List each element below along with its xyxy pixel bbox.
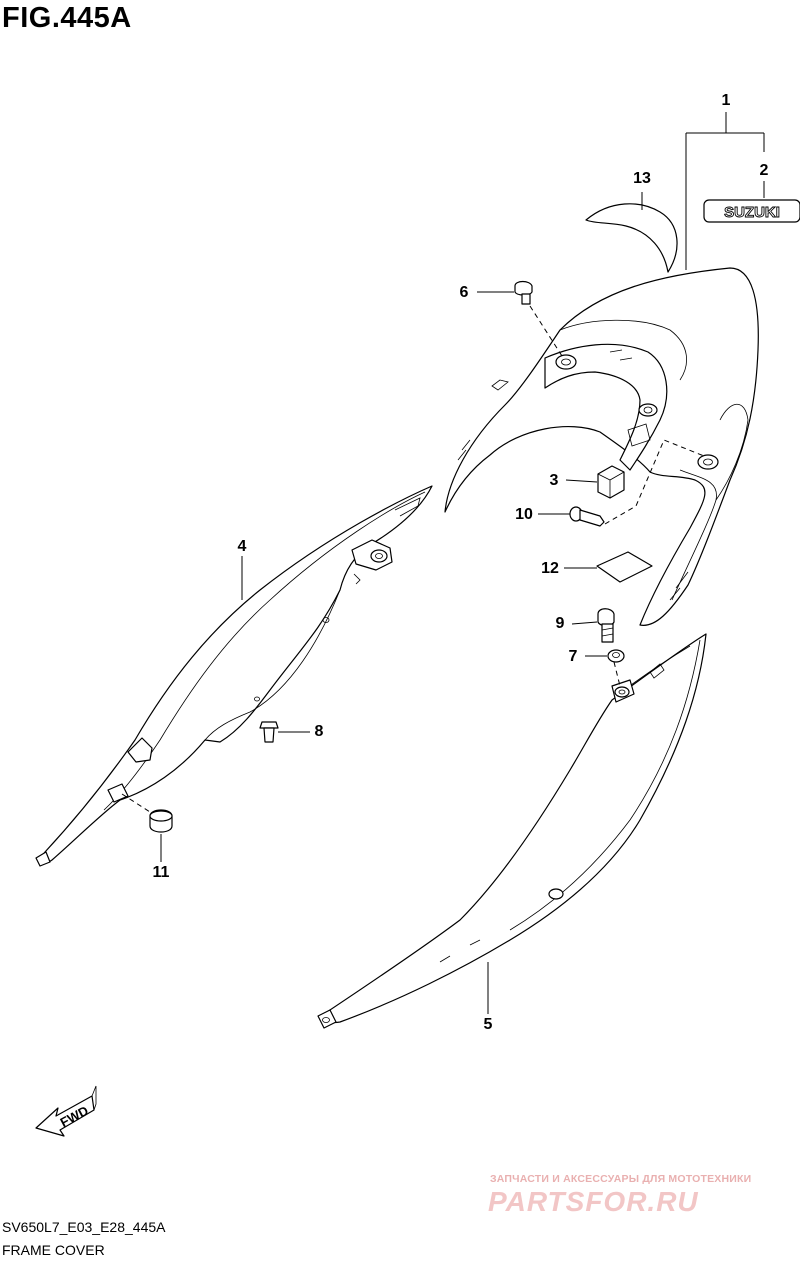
figure-title: FIG.445A <box>2 2 132 34</box>
watermark-caption: ЗАПЧАСТИ И АКСЕССУАРЫ ДЛЯ МОТОТЕХНИКИ <box>490 1173 752 1185</box>
figure-name: FRAME COVER <box>2 1242 105 1258</box>
leader-line-1 <box>685 112 765 270</box>
callout-1[interactable]: 1 <box>721 92 731 109</box>
emblem-text: SUZUKI <box>724 204 780 221</box>
fwd-arrow-icon: FWD <box>35 1085 97 1137</box>
part-6-screw[interactable] <box>514 280 533 305</box>
part-8-clip[interactable] <box>259 721 279 743</box>
callout-2[interactable]: 2 <box>759 162 769 179</box>
callout-11[interactable]: 11 <box>152 864 170 881</box>
leader-line-3 <box>565 479 598 483</box>
callout-6[interactable]: 6 <box>459 284 469 301</box>
part-12-pad-sheet[interactable] <box>596 551 653 583</box>
fwd-text: FWD <box>58 1103 91 1130</box>
leader-line-9 <box>571 621 598 625</box>
callout-4[interactable]: 4 <box>237 538 247 555</box>
dashed-line-11 <box>121 793 151 813</box>
callout-5[interactable]: 5 <box>483 1016 493 1033</box>
part-11-grommet[interactable] <box>149 809 173 833</box>
part-4-left-cover[interactable] <box>35 485 433 867</box>
watermark-logo: PARTSFOR.RU <box>488 1186 699 1217</box>
part-3-cushion[interactable] <box>597 465 625 499</box>
callout-10[interactable]: 10 <box>515 506 533 523</box>
part-13-pad[interactable] <box>585 203 678 273</box>
callout-3[interactable]: 3 <box>549 472 559 489</box>
figure-code: SV650L7_E03_E28_445A <box>2 1219 166 1235</box>
callout-13[interactable]: 13 <box>633 170 651 187</box>
part-10-tapping-screw[interactable] <box>569 506 605 527</box>
callout-8[interactable]: 8 <box>314 723 324 740</box>
dashed-line-6 <box>529 305 563 357</box>
part-1-tail-cowl[interactable] <box>444 267 759 626</box>
callout-7[interactable]: 7 <box>568 648 578 665</box>
callout-9[interactable]: 9 <box>555 615 565 632</box>
callout-12[interactable]: 12 <box>541 560 559 577</box>
part-2-emblem[interactable]: SUZUKI <box>703 199 800 223</box>
dashed-line-7 <box>613 661 621 687</box>
part-7-nut[interactable] <box>607 649 625 663</box>
part-9-bolt[interactable] <box>597 608 615 643</box>
dashed-line-10 <box>604 439 705 525</box>
part-5-right-cover[interactable] <box>317 633 707 1029</box>
